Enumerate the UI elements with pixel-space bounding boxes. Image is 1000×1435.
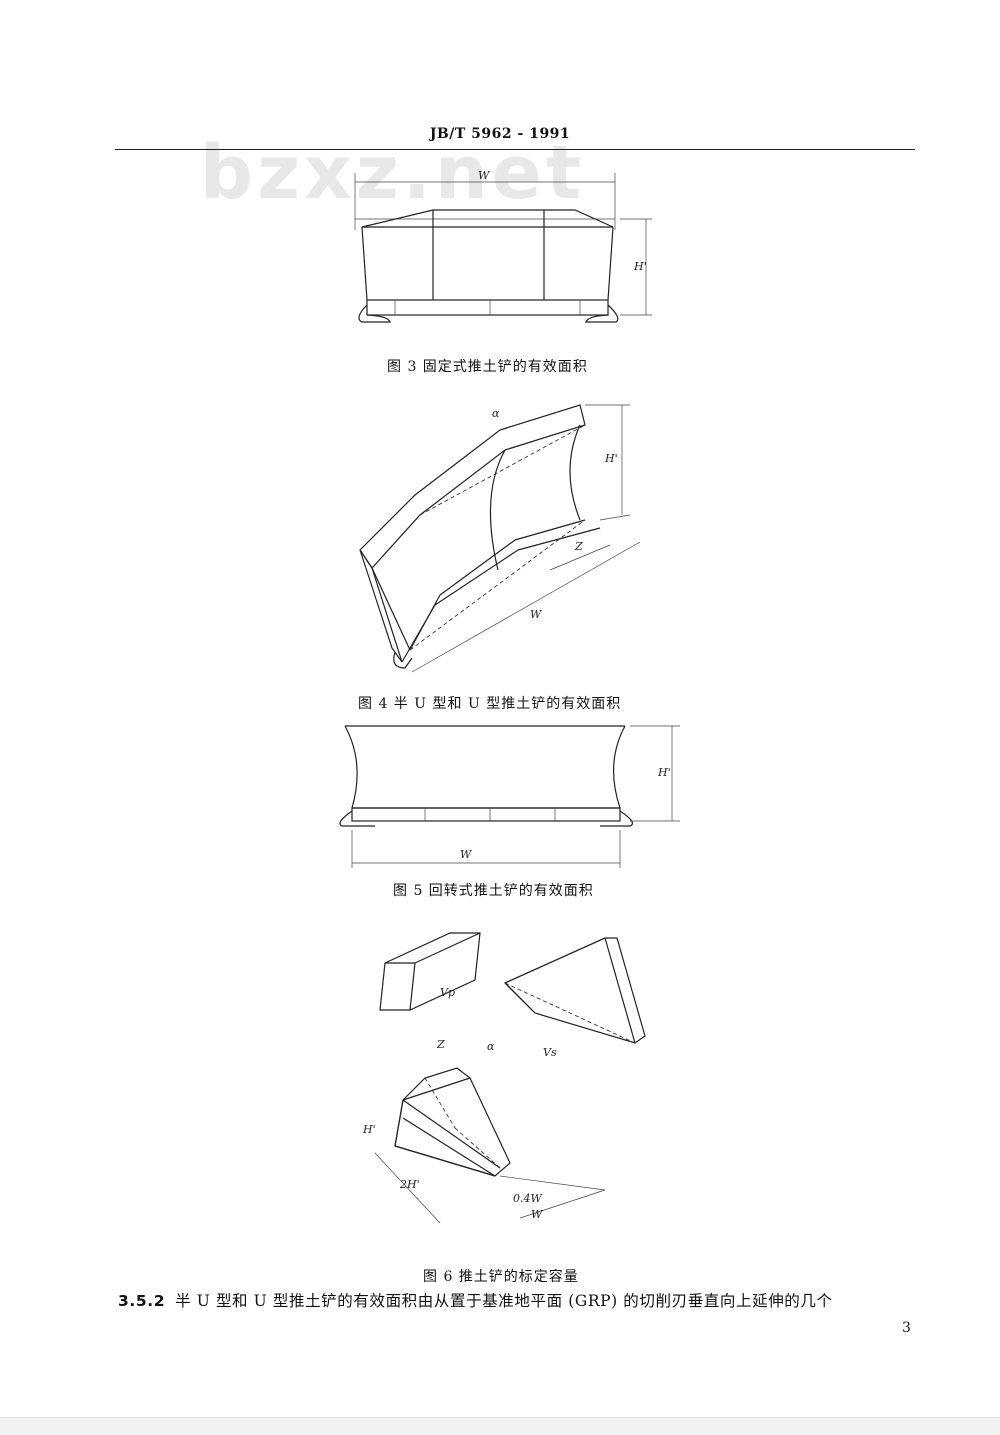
fig6-vp-label: Vp [440,986,455,999]
fig6-length-label: Z [436,1038,445,1051]
fig6-width-label: W [531,1208,544,1221]
paragraph-text: 半 U 型和 U 型推土铲的有效面积由从置于基准地平面 (GRP) 的切削刃垂直… [175,1292,833,1310]
fig3-height-label: H' [633,260,647,273]
figure-5-diagram: H' W [339,725,680,868]
paragraph-number: 3.5.2 [118,1292,166,1310]
figure-4-caption: 图 4 半 U 型和 U 型推土铲的有效面积 [358,696,622,712]
header-rule [115,149,915,150]
fig6-vs-label: Vs [543,1046,557,1059]
document-header: JB/T 5962 - 1991 [429,126,571,142]
paragraph-3-5-2: 3.5.2 半 U 型和 U 型推土铲的有效面积由从置于基准地平面 (GRP) 的… [118,1289,833,1311]
fig6-height-label: H' [362,1123,376,1136]
fig6-base-label: 2H' [399,1178,420,1191]
figure-3-caption: 图 3 固定式推土铲的有效面积 [387,359,588,375]
figure-5-caption: 图 5 回转式推土铲的有效面积 [393,883,594,899]
figure-3-diagram: W H' [354,169,652,323]
fig3-width-label: W [478,169,491,182]
fig4-angle-label: α [492,407,500,420]
fig5-width-label: W [460,848,473,861]
fig6-offset-label: 0.4W [513,1192,543,1205]
fig5-height-label: H' [657,766,671,779]
fig4-height-label: H' [604,452,618,465]
figure-6-caption: 图 6 推土铲的标定容量 [423,1269,579,1285]
fig4-width-label: W [530,608,543,621]
figure-6-diagram: Vp Vs Z α H' 2H' 0.4W W [362,932,646,1224]
watermark: bzxz.net [200,130,586,216]
page-number: 3 [902,1320,911,1336]
fig4-length-label: Z [574,540,583,553]
fig6-angle-label: α [487,1040,495,1053]
figure-4-diagram: W Z H' α [359,404,641,673]
viewer-footer-bar [0,1417,1000,1435]
